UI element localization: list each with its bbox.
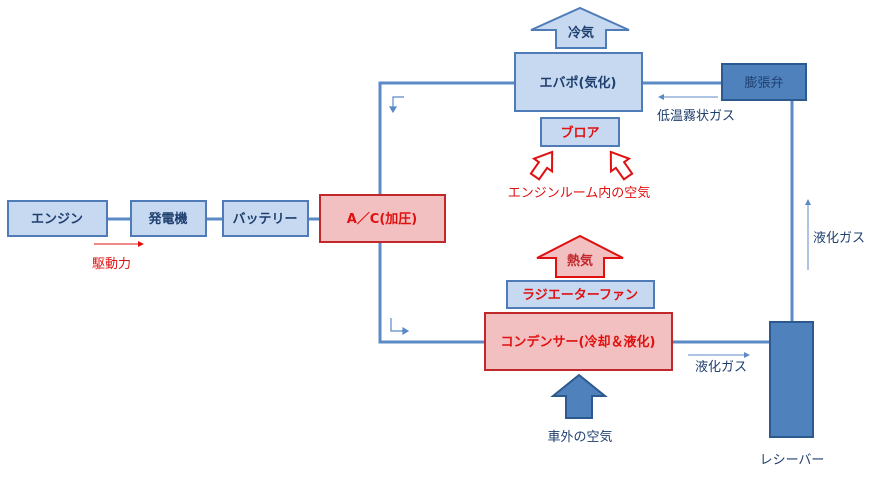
receiver-node: [769, 321, 814, 438]
evaporator-node: エバポ(気化): [514, 52, 643, 112]
flow-corner-marker-bottom: [390, 318, 403, 332]
ac-label: A／C(加圧): [347, 211, 418, 227]
expansion-valve-label: 膨張弁: [744, 76, 783, 91]
liquefied-gas-bottom-label: 液化ガス: [695, 360, 747, 375]
receiver-label: レシーバー: [760, 453, 825, 468]
blower-label: ブロア: [560, 125, 599, 141]
flow-corner-marker-top-head: [388, 106, 398, 114]
heat-label: 熱気: [567, 253, 593, 269]
low-temp-gas-arrow-head: [658, 94, 664, 100]
expansion-valve-node: 膨張弁: [721, 63, 807, 101]
engine-room-air-label: エンジンルーム内の空気: [508, 185, 651, 201]
generator-node: 発電機: [130, 200, 207, 237]
condenser-node: コンデンサー(冷却＆液化): [484, 312, 673, 371]
evaporator-label: エバポ(気化): [540, 75, 617, 91]
condenser-label: コンデンサー(冷却＆液化): [501, 334, 656, 350]
engine-label: エンジン: [31, 212, 83, 227]
blower-node: ブロア: [540, 117, 620, 147]
radiator-fan-node: ラジエーターファン: [506, 280, 655, 309]
engine-room-air-arrow-right: [609, 150, 634, 181]
generator-label: 発電機: [147, 211, 187, 227]
liquefied-gas-up-arrow-head: [805, 199, 811, 205]
low-temp-mist-gas-label: 低温霧状ガス: [657, 109, 735, 124]
line-ac-evaporator: [378, 81, 515, 195]
liquefied-gas-right-arrow-head: [744, 352, 750, 358]
engine-room-air-arrow-left: [529, 150, 554, 181]
liquefied-gas-right-label: 液化ガス: [813, 231, 865, 246]
flow-corner-marker-top: [392, 96, 404, 107]
line-ac-condenser: [378, 242, 485, 344]
flow-corner-marker-bottom-head: [402, 326, 410, 336]
flow-arrows: [94, 94, 811, 358]
battery-node: バッテリー: [222, 200, 309, 237]
connector-lines: [107, 81, 794, 344]
battery-label: バッテリー: [232, 212, 297, 227]
engine-node: エンジン: [7, 200, 108, 237]
drive-power-arrow-head: [138, 241, 144, 247]
ac-node: A／C(加圧): [319, 194, 446, 243]
flow-corner-markers: [388, 96, 410, 336]
cold-air-label: 冷気: [568, 25, 594, 41]
drive-power-label: 駆動力: [92, 257, 131, 272]
heat-block-arrow: 熱気: [536, 234, 624, 278]
outside-air-block-arrow: [550, 373, 608, 419]
cold-air-block-arrow: 冷気: [530, 6, 630, 49]
radiator-fan-label: ラジエーターファン: [522, 288, 638, 303]
outside-air-label: 車外の空気: [547, 429, 612, 445]
